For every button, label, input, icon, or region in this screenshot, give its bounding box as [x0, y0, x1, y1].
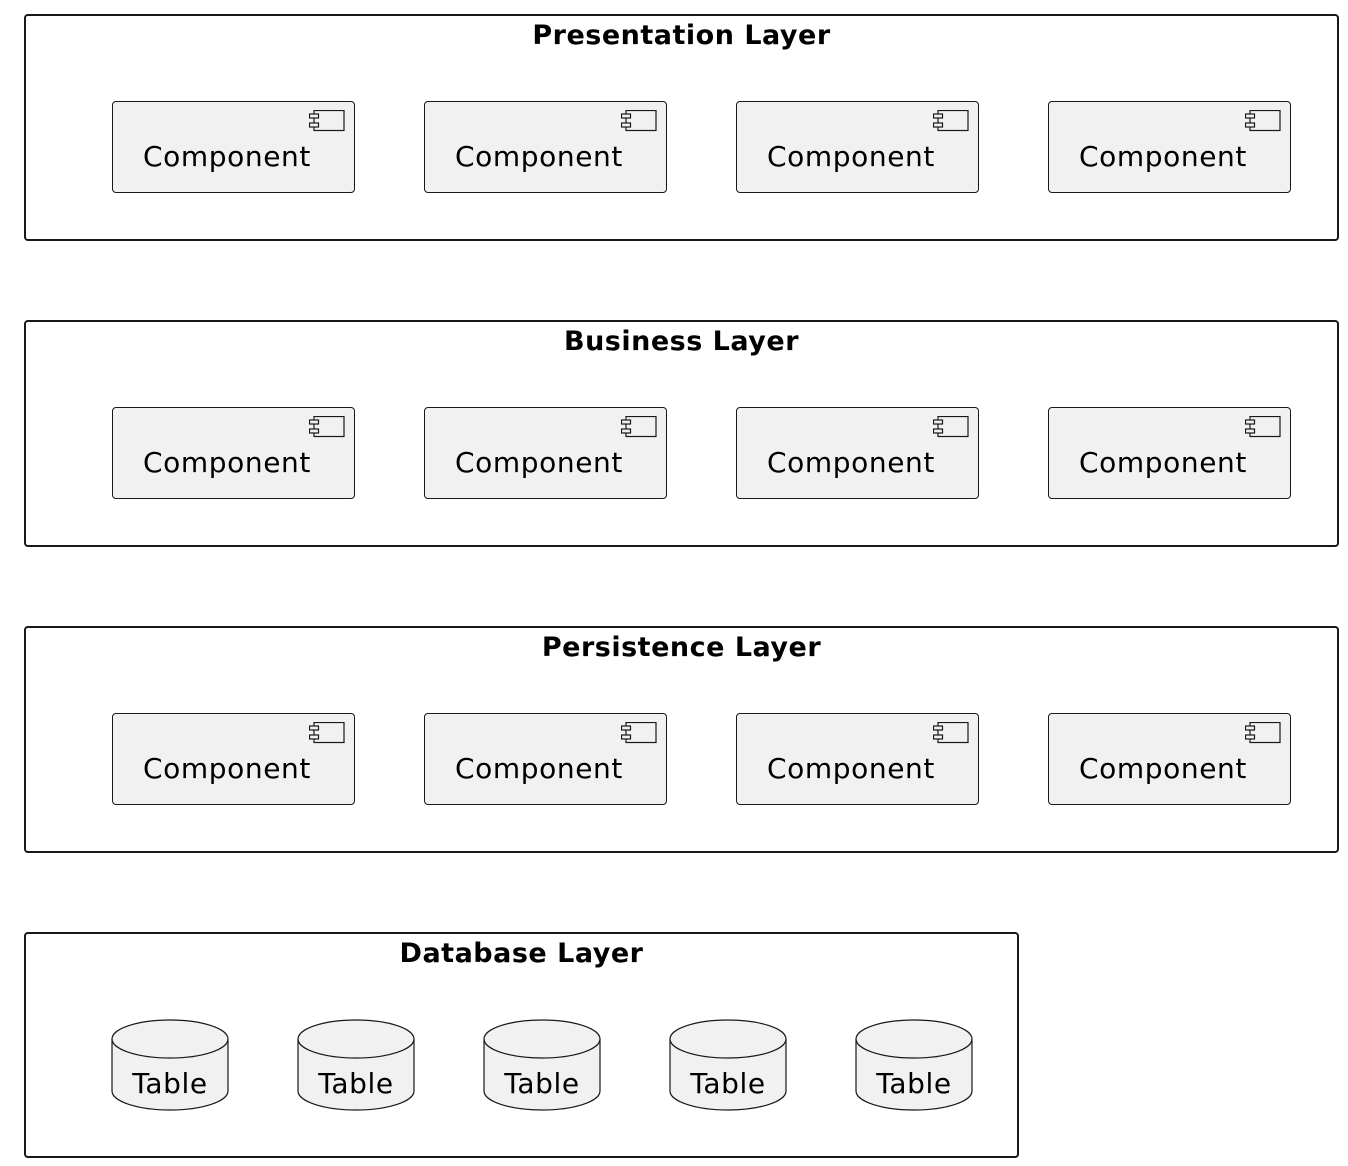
- component-node[interactable]: Component: [112, 713, 355, 805]
- table-label: Table: [690, 1067, 766, 1100]
- component-label: Component: [455, 446, 623, 479]
- component-icon: [621, 110, 657, 132]
- component-label: Component: [1079, 140, 1247, 173]
- component-node[interactable]: Component: [424, 101, 667, 193]
- package-presentation-layer: Presentation Layer Component Component C…: [24, 14, 1339, 241]
- package-title: Persistence Layer: [541, 632, 822, 663]
- database-table-node[interactable]: Table: [111, 1019, 229, 1111]
- table-label: Table: [132, 1067, 208, 1100]
- database-cylinder-icon: [483, 1019, 601, 1111]
- component-node[interactable]: Component: [424, 407, 667, 499]
- database-table-node[interactable]: Table: [297, 1019, 415, 1111]
- component-icon: [933, 110, 969, 132]
- component-label: Component: [455, 140, 623, 173]
- component-label: Component: [1079, 446, 1247, 479]
- component-icon: [621, 416, 657, 438]
- component-label: Component: [455, 752, 623, 785]
- component-label: Component: [143, 140, 311, 173]
- component-icon: [309, 110, 345, 132]
- component-icon: [309, 416, 345, 438]
- component-icon: [1245, 110, 1281, 132]
- component-node[interactable]: Component: [112, 407, 355, 499]
- database-table-node[interactable]: Table: [855, 1019, 973, 1111]
- component-icon: [1245, 722, 1281, 744]
- database-table-node[interactable]: Table: [483, 1019, 601, 1111]
- component-label: Component: [767, 752, 935, 785]
- package-business-layer: Business Layer Component Component Compo…: [24, 320, 1339, 547]
- database-table-node[interactable]: Table: [669, 1019, 787, 1111]
- component-icon: [1245, 416, 1281, 438]
- component-label: Component: [767, 140, 935, 173]
- component-icon: [621, 722, 657, 744]
- component-node[interactable]: Component: [736, 101, 979, 193]
- component-label: Component: [143, 752, 311, 785]
- package-persistence-layer: Persistence Layer Component Component Co…: [24, 626, 1339, 853]
- component-icon: [933, 722, 969, 744]
- component-node[interactable]: Component: [1048, 101, 1291, 193]
- component-label: Component: [767, 446, 935, 479]
- package-database-layer: Database Layer Table Table Table Table T…: [24, 932, 1019, 1158]
- component-icon: [933, 416, 969, 438]
- component-label: Component: [1079, 752, 1247, 785]
- component-node[interactable]: Component: [1048, 713, 1291, 805]
- component-node[interactable]: Component: [112, 101, 355, 193]
- table-label: Table: [876, 1067, 952, 1100]
- database-cylinder-icon: [855, 1019, 973, 1111]
- component-icon: [309, 722, 345, 744]
- package-title: Database Layer: [399, 938, 644, 969]
- component-node[interactable]: Component: [424, 713, 667, 805]
- component-label: Component: [143, 446, 311, 479]
- component-node[interactable]: Component: [1048, 407, 1291, 499]
- package-title: Business Layer: [563, 326, 800, 357]
- table-label: Table: [318, 1067, 394, 1100]
- database-cylinder-icon: [297, 1019, 415, 1111]
- database-cylinder-icon: [669, 1019, 787, 1111]
- component-node[interactable]: Component: [736, 713, 979, 805]
- database-cylinder-icon: [111, 1019, 229, 1111]
- table-label: Table: [504, 1067, 580, 1100]
- component-node[interactable]: Component: [736, 407, 979, 499]
- package-title: Presentation Layer: [532, 20, 831, 51]
